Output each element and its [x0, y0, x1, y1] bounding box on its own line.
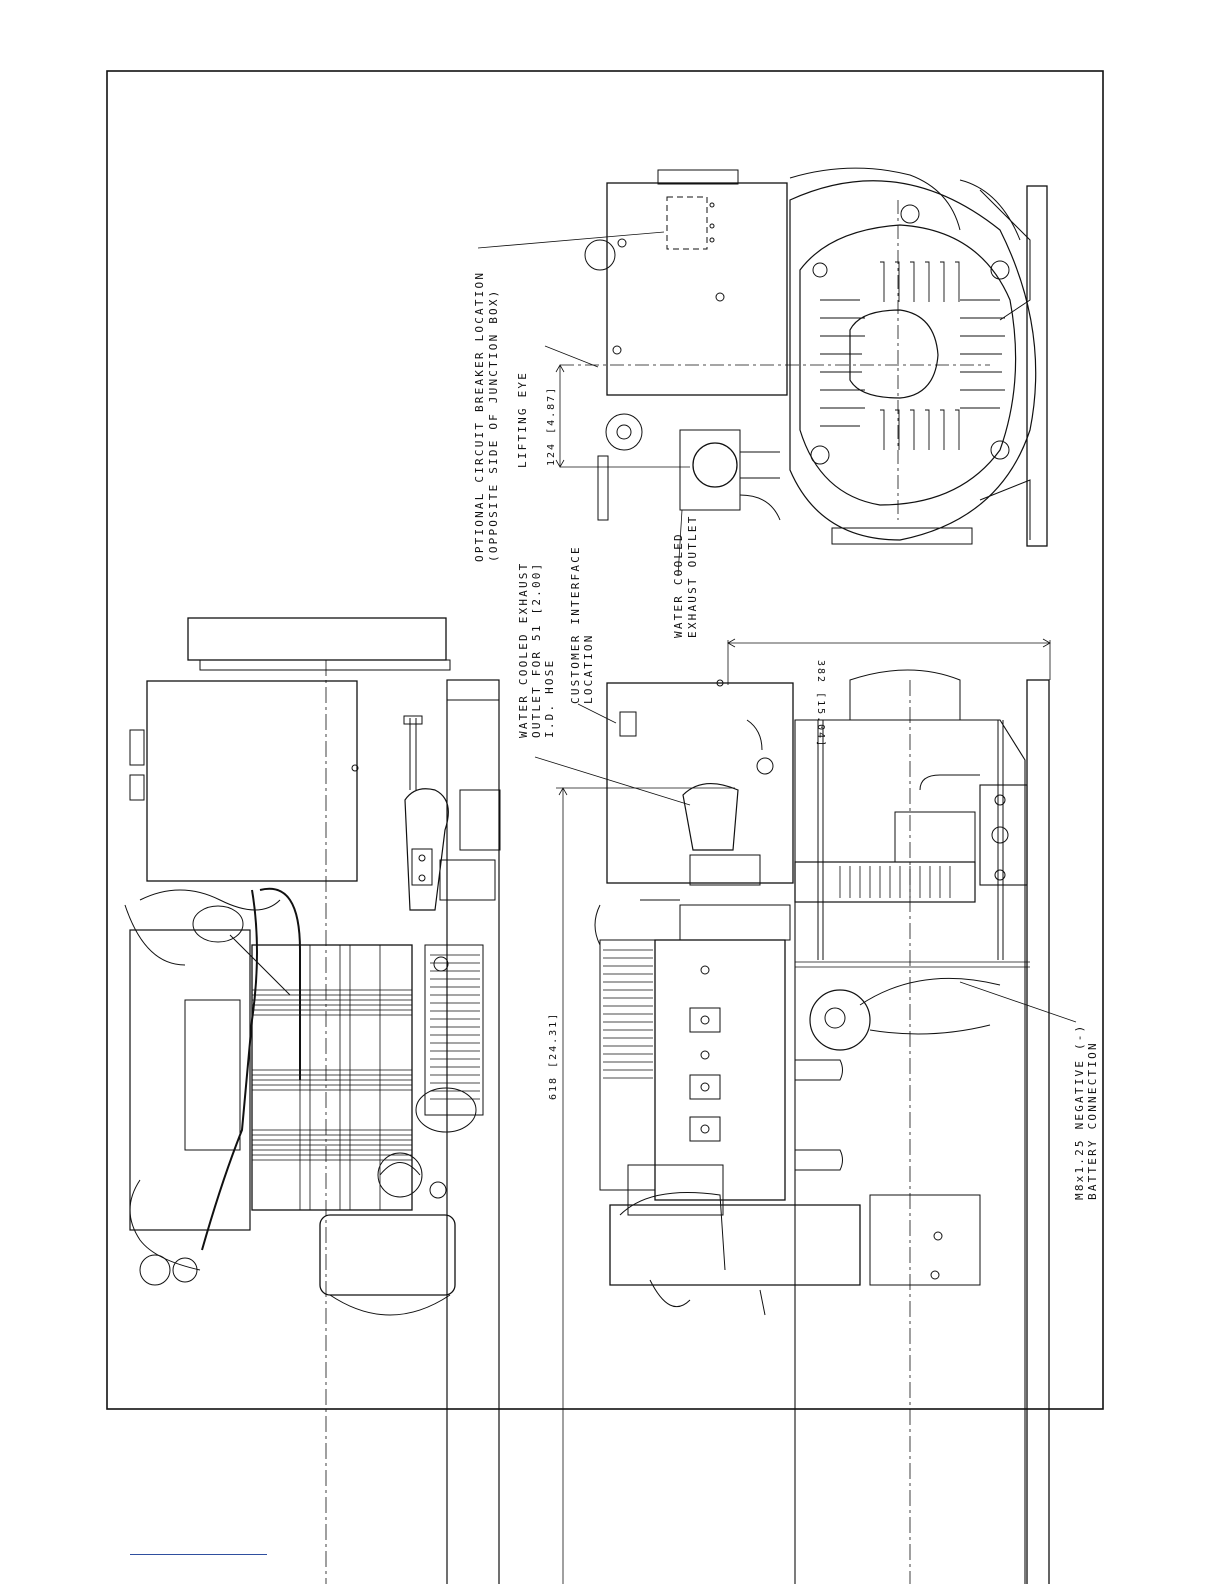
side-view-left: [125, 618, 500, 1584]
exhaust-outlet-label-line2: EXHAUST OUTLET: [687, 514, 699, 638]
dimension-124: 124 [4.87]: [546, 386, 558, 466]
exhaust-label-line3: I.D. HOSE: [544, 659, 556, 738]
exhaust-label-line2: OUTLET FOR 51 [2.00]: [531, 562, 543, 738]
dimension-382: 382 [15.04]: [814, 660, 826, 748]
footer-rule: [130, 1554, 267, 1555]
lifting-eye-label: LIFTING EYE: [517, 371, 529, 468]
end-view-leaders: [478, 232, 682, 576]
front-view: [556, 639, 1050, 1584]
exhaust-label-line1: WATER COOLED EXHAUST: [518, 562, 530, 738]
drawing-border: [107, 71, 1103, 1409]
customer-interface-label-line2: LOCATION: [583, 633, 595, 704]
dimension-618: 618 [24.31]: [548, 1012, 560, 1100]
breaker-label-line2: (OPPOSITE SIDE OF JUNCTION BOX): [488, 289, 500, 563]
breaker-label-line1: OPTIONAL CIRCUIT BREAKER LOCATION: [474, 271, 486, 562]
customer-interface-label-line1: CUSTOMER INTERFACE: [570, 545, 582, 704]
end-view: [556, 168, 1047, 546]
battery-label-line2: BATTERY CONNECTION: [1087, 1041, 1099, 1200]
battery-label-line1: M8x1.25 NEGATIVE (-): [1074, 1024, 1086, 1200]
exhaust-outlet-label-line1: WATER COOLED: [673, 532, 685, 638]
